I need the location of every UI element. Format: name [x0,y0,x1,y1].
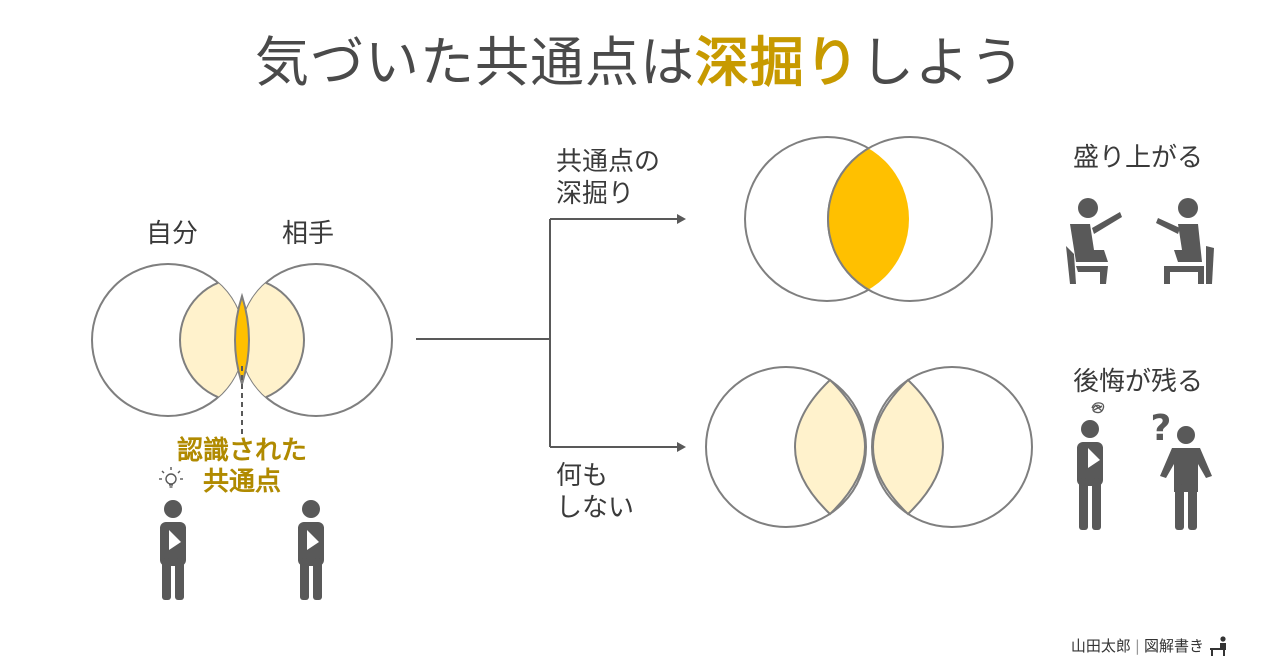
regretful-person-icon-left [1077,420,1103,530]
seated-person-icon-right [1156,198,1214,284]
separated-partner-lens [872,378,944,516]
writing-person-icon [1210,635,1226,656]
top-branch-label-line2: 深掘り [556,179,634,209]
frustration-scribble-icon [1091,402,1105,414]
credit-separator: | [1134,636,1140,655]
lightbulb-icon [159,467,183,488]
top-branch-arrowhead [677,214,686,224]
bottom-branch-label-line2: しない [556,493,634,523]
left-venn [91,263,393,434]
bottom-result-label: 後悔が残る [1073,367,1203,397]
separated-venn-left [705,366,867,528]
title-highlight: 深掘り [695,31,860,94]
separated-self-lens [794,378,866,516]
top-result-label: 盛り上がる [1073,143,1203,173]
branch-connector [416,218,680,448]
deepened-common-area [827,137,909,301]
credit-brand: 図解書き [1143,637,1204,655]
regretful-person-icon-right [1160,426,1212,530]
recognized-label-line1: 認識された [177,435,307,466]
top-branch-label-line1: 共通点の [556,147,660,177]
title-prefix: 気づいた共通点は [255,31,695,94]
bottom-branch-label-line1: 何も [556,461,608,491]
seated-person-icon-left [1066,198,1122,284]
question-mark-icon: ? [1151,408,1172,449]
deepened-venn [744,136,993,302]
partner-label: 相手 [282,219,334,249]
recognized-label-line2: 共通点 [203,466,281,497]
bottom-branch-arrowhead [677,442,686,452]
title-suffix: しよう [860,31,1025,94]
self-person-icon [160,500,186,600]
credit-author: 山田太郎 [1070,637,1131,655]
partner-person-icon [298,500,324,600]
self-label: 自分 [146,219,198,249]
separated-venn-right [871,366,1033,528]
credit: 山田太郎 | 図解書き [1071,635,1230,656]
page-title: 気づいた共通点は深掘りしよう [0,18,1280,97]
